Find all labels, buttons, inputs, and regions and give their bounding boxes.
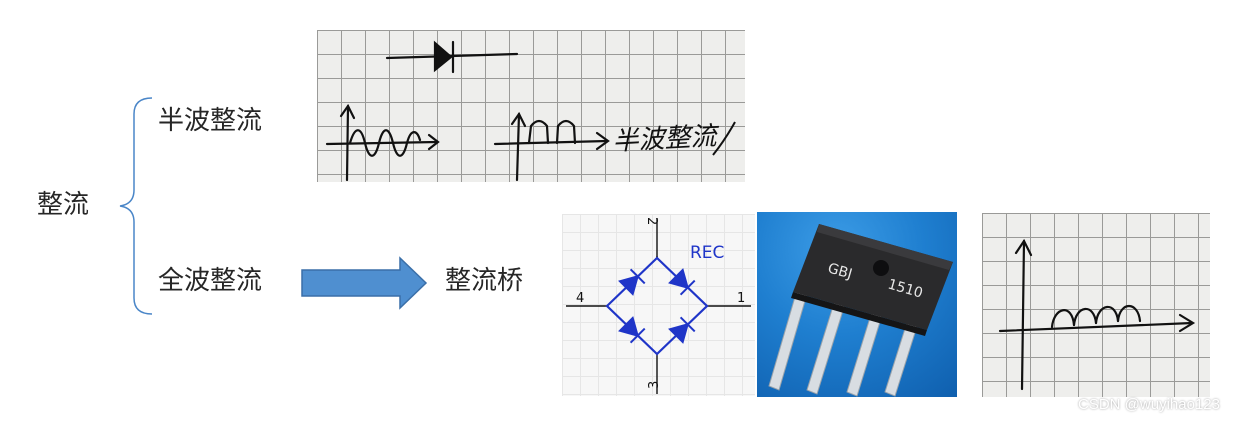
- pin-2-label: 2: [644, 217, 659, 225]
- half-wave-sketch: 半波整流: [317, 30, 745, 182]
- diode-symbol: [387, 42, 517, 72]
- schematic-part-label: REC: [690, 243, 724, 263]
- bridge-rectifier-photo: GBJ 1510: [757, 212, 957, 397]
- full-wave-sketch: [982, 213, 1210, 397]
- half-wave-handwritten-note: 半波整流: [612, 121, 721, 157]
- brace: [110, 90, 160, 320]
- bridge-schematic: REC 4 1 2 3: [562, 214, 755, 396]
- pin-4-label: 4: [576, 291, 584, 306]
- pin-1-label: 1: [737, 291, 745, 306]
- pin-3-label: 3: [647, 381, 662, 389]
- sine-wave-graph: [327, 106, 438, 180]
- half-wave-graph: [495, 114, 608, 180]
- root-label: 整流: [37, 192, 89, 218]
- arrow-to-bridge: [300, 256, 430, 310]
- full-wave-label: 全波整流: [158, 268, 262, 294]
- bridge-label: 整流桥: [445, 268, 523, 294]
- watermark: CSDN @wuyihao123: [1078, 396, 1220, 413]
- half-wave-label: 半波整流: [158, 108, 262, 134]
